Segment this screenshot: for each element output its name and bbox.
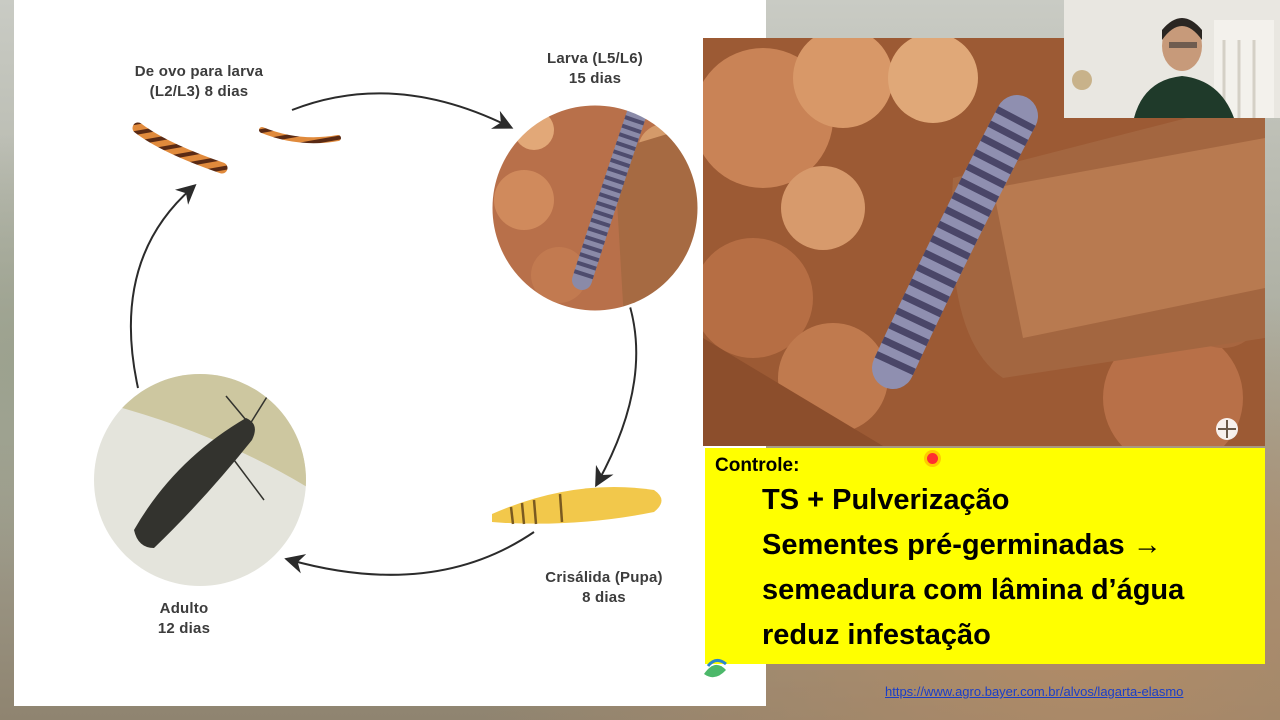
stage-duration: 15 dias bbox=[568, 70, 622, 87]
lifecycle-panel: De ovo para larva (L2/L3) 8 dias Larva (… bbox=[14, 0, 766, 706]
stage-label-larva: Larva (L5/L6) 15 dias bbox=[520, 49, 670, 89]
control-line-4: reduz infestação bbox=[762, 619, 991, 651]
arrow-pupa-to-adult bbox=[284, 531, 535, 576]
watermark-logo-icon bbox=[1216, 418, 1238, 440]
stage-label-pupa: Crisálida (Pupa) 8 dias bbox=[524, 568, 684, 608]
stage-duration: (L2/L3) 8 dias bbox=[149, 83, 249, 100]
stage-duration: 12 dias bbox=[157, 620, 211, 637]
stage-label-egg-to-larva: De ovo para larva (L2/L3) 8 dias bbox=[114, 62, 284, 102]
arrow-egg-to-larva bbox=[291, 92, 514, 129]
stage-name: Adulto bbox=[159, 600, 209, 617]
control-line-2: Sementes pré-germinadas → bbox=[762, 529, 1162, 561]
webcam-overlay bbox=[1064, 0, 1280, 118]
larva-illustration-large bbox=[132, 122, 228, 174]
stage-name: Crisálida (Pupa) bbox=[545, 569, 663, 586]
arrow-adult-to-egg bbox=[129, 184, 197, 389]
arrow-larva-to-pupa bbox=[595, 299, 638, 488]
control-line-1: TS + Pulverização bbox=[762, 484, 1010, 516]
control-line-3: semeadura com lâmina d’água bbox=[762, 574, 1185, 606]
stage-name: De ovo para larva bbox=[134, 63, 264, 80]
source-link[interactable]: https://www.agro.bayer.com.br/alvos/laga… bbox=[885, 684, 1184, 699]
lifecycle-diagram bbox=[94, 92, 701, 586]
laser-pointer-icon bbox=[927, 453, 938, 464]
pupa-illustration bbox=[492, 487, 662, 525]
adult-moth-photo-circle bbox=[94, 374, 306, 586]
bayer-logo-icon bbox=[704, 659, 727, 678]
stage-name: Larva (L5/L6) bbox=[547, 50, 643, 67]
control-box: Controle: TS + Pulverização Sementes pré… bbox=[705, 448, 1265, 664]
control-title: Controle: bbox=[715, 455, 800, 476]
larva-photo-circle bbox=[491, 104, 699, 312]
stage-duration: 8 dias bbox=[582, 589, 626, 606]
larva-illustration-small bbox=[259, 127, 341, 144]
stage-label-adult: Adulto 12 dias bbox=[134, 599, 234, 639]
